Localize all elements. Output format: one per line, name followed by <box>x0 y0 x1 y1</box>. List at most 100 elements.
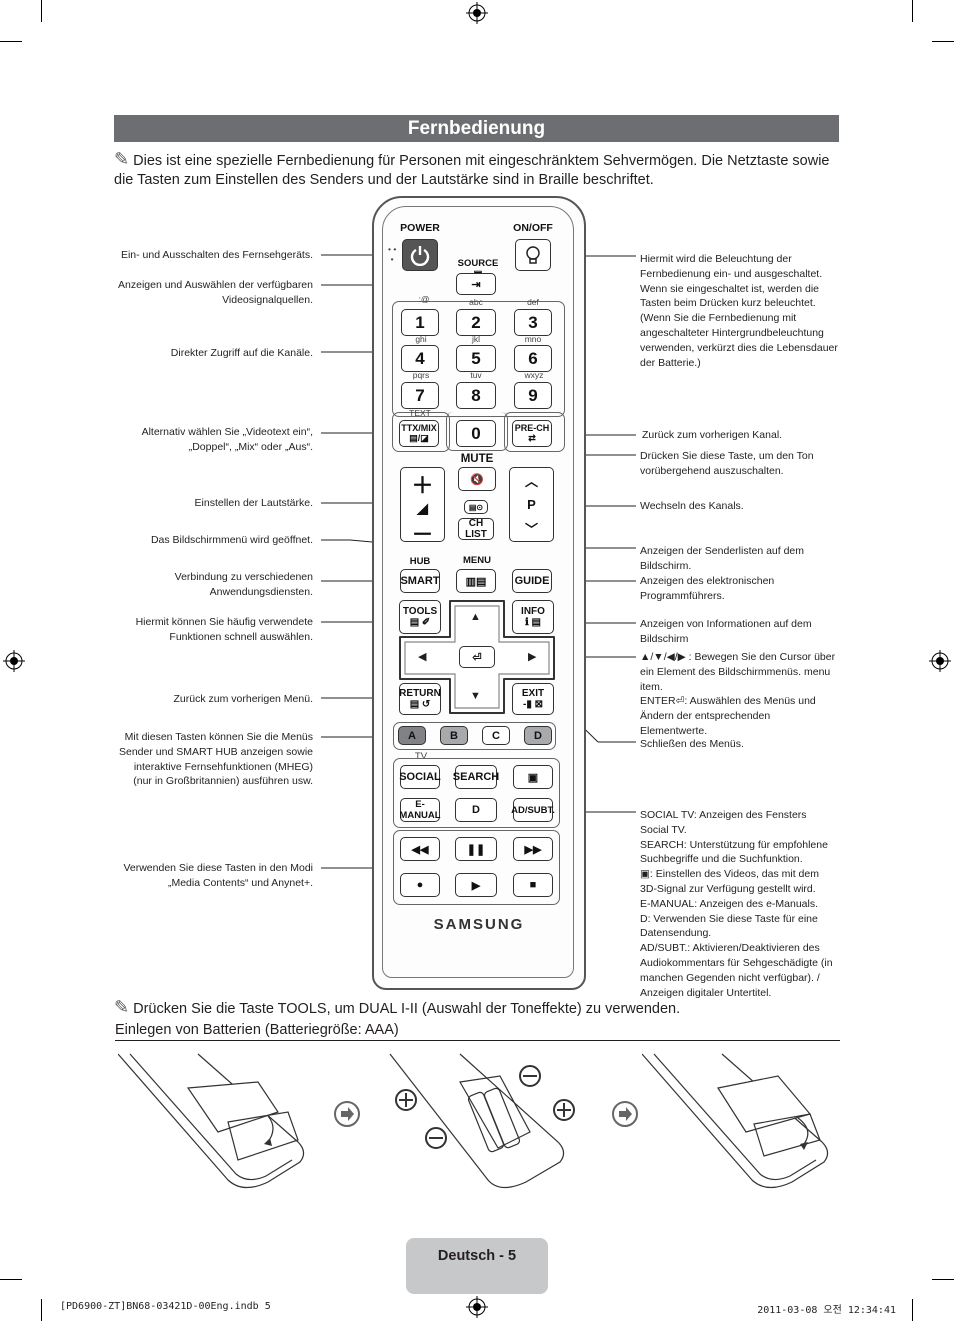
color-key-c[interactable]: C <box>482 726 510 745</box>
prech-label: PRE-CH <box>514 423 550 433</box>
digit-5-button[interactable]: 5 <box>456 345 496 372</box>
label-3d: ▣: Einstellen des Videos, das mit dem 3D… <box>640 867 836 897</box>
source-button[interactable]: ⇥ <box>456 273 496 295</box>
volume-down-icon: － <box>411 522 434 547</box>
crop-mark <box>41 0 42 22</box>
3d-icon: ▣ <box>527 771 539 784</box>
digit-4-button[interactable]: 4 <box>401 345 439 372</box>
digit-1-button[interactable]: 1 <box>401 309 439 336</box>
key-extra: Social TV <box>640 823 684 836</box>
small-info-button[interactable]: ▤⊙ <box>464 500 488 514</box>
3d-button[interactable]: ▣ <box>513 765 553 789</box>
label-end: . <box>683 823 687 836</box>
channel-rocker[interactable]: ︿P﹀ <box>509 467 554 542</box>
crop-mark <box>0 1279 22 1280</box>
digit-6-button[interactable]: 6 <box>514 345 552 372</box>
left-arrow-icon[interactable]: ◀ <box>418 651 427 663</box>
3d-icon: ▣ <box>640 868 650 881</box>
key-extra: e-Manual <box>766 897 810 910</box>
label-return: Zurück zum vorherigen Menü. <box>173 693 313 705</box>
tools-button[interactable]: TOOLS▤ ✐ <box>399 600 441 634</box>
power-button[interactable] <box>402 239 438 271</box>
exit-icon: -▮ ⊠ <box>523 699 543 710</box>
label-smart-hub: SMART HUB <box>176 745 238 758</box>
guide-button[interactable]: GUIDE <box>512 569 552 593</box>
battery-step-3-illustration <box>642 1053 829 1189</box>
key-name: SOCIAL TV <box>640 809 694 821</box>
mute-caption: MUTE <box>460 453 494 465</box>
volume-wedge-icon: ◢ <box>417 500 428 516</box>
digit-7-button[interactable]: 7 <box>401 382 439 409</box>
label-channel: Wechseln des Kanals. <box>640 500 744 512</box>
label-text: : Einstellen des Videos, das mit dem <box>649 868 819 881</box>
light-onoff-button[interactable] <box>515 239 551 271</box>
key-letters: jkl <box>471 334 481 344</box>
stop-button[interactable]: ■ <box>513 873 553 897</box>
right-arrow-icon[interactable]: ▶ <box>528 651 537 663</box>
tools-label: TOOLS <box>402 606 438 617</box>
color-key-b[interactable]: B <box>440 726 468 745</box>
play-icon: ▶ <box>471 879 481 892</box>
search-button[interactable]: SEARCH <box>453 765 499 789</box>
crop-mark <box>912 0 913 22</box>
tools-note: ✎ Drücken Sie die Taste TOOLS, um DUAL I… <box>114 998 834 1019</box>
onoff-caption: ON/OFF <box>513 222 553 234</box>
label-light: Hiermit wird die Beleuchtung der Fernbed… <box>640 253 838 369</box>
footer-date: 2011-03-08 오전 12:34:41 <box>757 1305 896 1316</box>
menu-caption: MENU <box>463 555 491 566</box>
up-arrow-icon[interactable]: ▲ <box>470 611 481 623</box>
label-text: : Verwenden Sie diese Taste für eine Dat… <box>640 912 818 940</box>
smart-hub-button[interactable]: SMART <box>400 569 440 593</box>
label-text: : Unterstützung für empfohlene Suchbegri… <box>640 838 828 866</box>
tools-note-key: TOOLS <box>277 1001 327 1017</box>
return-button[interactable]: RETURN▤ ↺ <box>399 683 441 715</box>
volume-up-icon: ＋ <box>411 473 434 498</box>
prech-button[interactable]: PRE-CH⇄ <box>512 420 552 447</box>
label-social-block: SOCIAL TV: Anzeigen des Fensters Social … <box>640 808 836 1000</box>
social-tv-button[interactable]: SOCIAL <box>399 765 441 789</box>
digit-8-button[interactable]: 8 <box>456 382 496 409</box>
pause-button[interactable]: ❚❚ <box>455 837 497 861</box>
key-letters: mno <box>524 334 542 344</box>
ad-subt-button[interactable]: AD/SUBT. <box>511 798 555 822</box>
info-icon: ℹ ▤ <box>524 617 542 628</box>
tv-caption: TV <box>414 751 428 762</box>
volume-rocker[interactable]: ＋ ◢ － <box>400 467 445 547</box>
exit-button[interactable]: EXIT-▮ ⊠ <box>512 683 554 715</box>
pencil-note-icon: ✎ <box>114 997 130 1017</box>
color-key-a[interactable]: A <box>398 726 426 745</box>
intro-note-text: Dies ist eine spezielle Fernbedienung fü… <box>114 153 830 188</box>
ch-list-button[interactable]: CH LIST <box>458 518 494 540</box>
channel-down-icon: ﹀ <box>524 521 538 537</box>
d-button[interactable]: D <box>455 798 497 822</box>
digit-2-button[interactable]: 2 <box>456 309 496 336</box>
fast-forward-button[interactable]: ▶▶ <box>513 837 553 861</box>
label-und: und <box>152 745 177 758</box>
key-letters: pqrs <box>412 370 430 380</box>
record-button[interactable]: ● <box>400 873 440 897</box>
label-enter-key: ENTER <box>640 695 676 707</box>
digit-9-button[interactable]: 9 <box>514 382 552 409</box>
label-social-tv: SOCIAL TV: Anzeigen des Fensters Social … <box>640 808 836 838</box>
enter-button[interactable]: ⏎ <box>459 646 495 668</box>
battery-step-1-illustration <box>118 1053 305 1189</box>
rewind-button[interactable]: ◀◀ <box>400 837 440 861</box>
down-arrow-icon[interactable]: ▼ <box>470 690 481 702</box>
tools-note-post: , um DUAL I-II (Auswahl der Toneffekte) … <box>326 1001 681 1017</box>
menu-button[interactable]: ▥▤ <box>456 569 496 593</box>
e-manual-button[interactable]: E-MANUAL <box>399 798 441 822</box>
label-d: D: Verwenden Sie diese Taste für eine Da… <box>640 912 836 942</box>
source-icon: ⇥ <box>471 278 481 291</box>
color-key-d[interactable]: D <box>524 726 552 745</box>
digit-0-button[interactable]: 0 <box>456 420 496 447</box>
play-button[interactable]: ▶ <box>455 873 497 897</box>
key-name: E-MANUAL <box>640 897 695 910</box>
mute-button[interactable]: 🔇 <box>458 467 496 491</box>
prech-group <box>504 412 565 452</box>
number-pad-group <box>392 301 565 417</box>
digit-3-button[interactable]: 3 <box>514 309 552 336</box>
stop-icon: ■ <box>529 879 537 891</box>
label-smart: Verbindung zu verschiedenen Anwendungsdi… <box>174 571 313 598</box>
ttx-mix-button[interactable]: TTX/MIX▤/◪ <box>399 420 439 447</box>
